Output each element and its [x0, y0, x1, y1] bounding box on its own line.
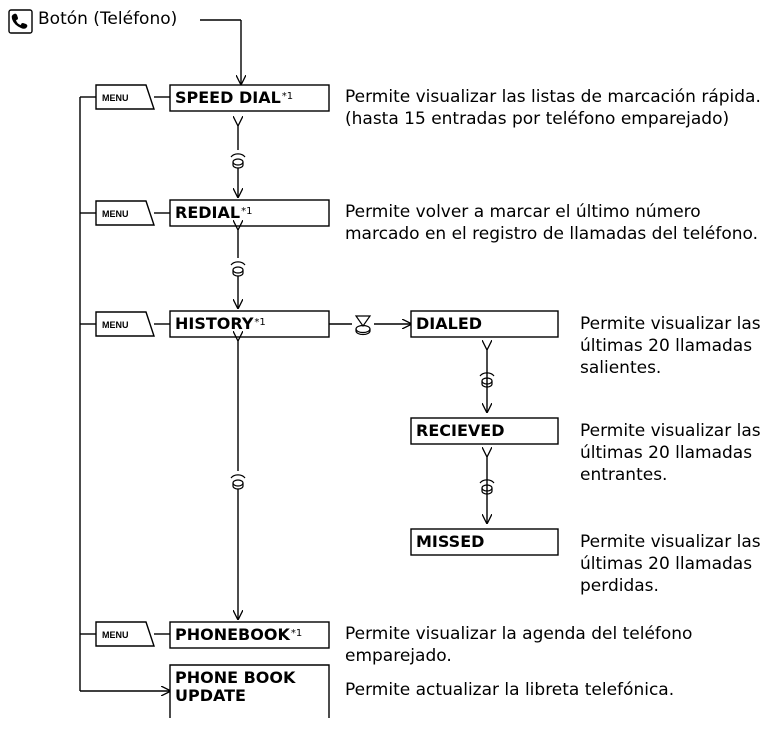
- recieved-desc-1: Permite visualizar las: [580, 421, 761, 441]
- missed-label: MISSED: [416, 532, 485, 551]
- recieved-desc-2: últimas 20 llamadas: [580, 443, 753, 463]
- recieved-desc-3: entrantes.: [580, 465, 668, 485]
- speed-dial-label: SPEED DIAL*1: [175, 88, 294, 107]
- speed-dial-desc-2: (hasta 15 entradas por teléfono empareja…: [345, 109, 730, 129]
- missed-box: [410, 528, 559, 556]
- redial-box: [169, 199, 330, 227]
- header-label: Botón (Teléfono): [38, 9, 178, 29]
- press-knob-icon: [354, 315, 372, 336]
- rotate-knob-icon: [229, 150, 247, 169]
- rotate-knob-icon: [229, 471, 247, 490]
- phonebook-desc-1: Permite visualizar la agenda del teléfon…: [345, 624, 693, 644]
- phonebook-box: [169, 621, 330, 649]
- menu-tag-label: MENU: [102, 209, 129, 219]
- phonebook-desc-2: emparejado.: [345, 646, 452, 666]
- dialed-box: [410, 310, 559, 338]
- missed-desc-1: Permite visualizar las: [580, 532, 761, 552]
- speed-dial-box: [169, 84, 330, 112]
- phone-book-update-line-1: PHONE BOOK: [175, 668, 296, 687]
- dialed-desc-1: Permite visualizar las: [580, 314, 761, 334]
- dialed-label: DIALED: [416, 314, 483, 333]
- redial-desc-2: marcado en el registro de llamadas del t…: [345, 224, 759, 244]
- redial-desc-1: Permite volver a marcar el último número: [345, 202, 701, 222]
- phone-button-icon: [8, 9, 33, 34]
- phone-book-update-box: [169, 664, 330, 718]
- history-label: HISTORY*1: [175, 314, 266, 333]
- missed-desc-3: perdidas.: [580, 576, 659, 596]
- menu-tag-label: MENU: [102, 630, 129, 640]
- history-box: [169, 310, 330, 338]
- dialed-desc-2: últimas 20 llamadas: [580, 336, 753, 356]
- menu-tag-label: MENU: [102, 93, 129, 103]
- speed-dial-desc-1: Permite visualizar las listas de marcaci…: [345, 87, 761, 107]
- menu-button-tag: MENU: [95, 84, 170, 110]
- rotate-knob-icon: [229, 258, 247, 277]
- menu-button-tag: MENU: [95, 311, 170, 337]
- menu-tag-label: MENU: [102, 320, 129, 330]
- phone-book-update-line-2: UPDATE: [175, 686, 246, 705]
- redial-label: REDIAL*1: [175, 203, 253, 222]
- recieved-label: RECIEVED: [416, 421, 505, 440]
- menu-button-tag: MENU: [95, 621, 170, 647]
- phone-book-update-desc: Permite actualizar la libreta telefónica…: [345, 680, 675, 700]
- recieved-box: [410, 417, 559, 445]
- dialed-desc-3: salientes.: [580, 358, 662, 378]
- missed-desc-2: últimas 20 llamadas: [580, 554, 753, 574]
- phonebook-label: PHONEBOOK*1: [175, 625, 303, 644]
- menu-button-tag: MENU: [95, 200, 170, 226]
